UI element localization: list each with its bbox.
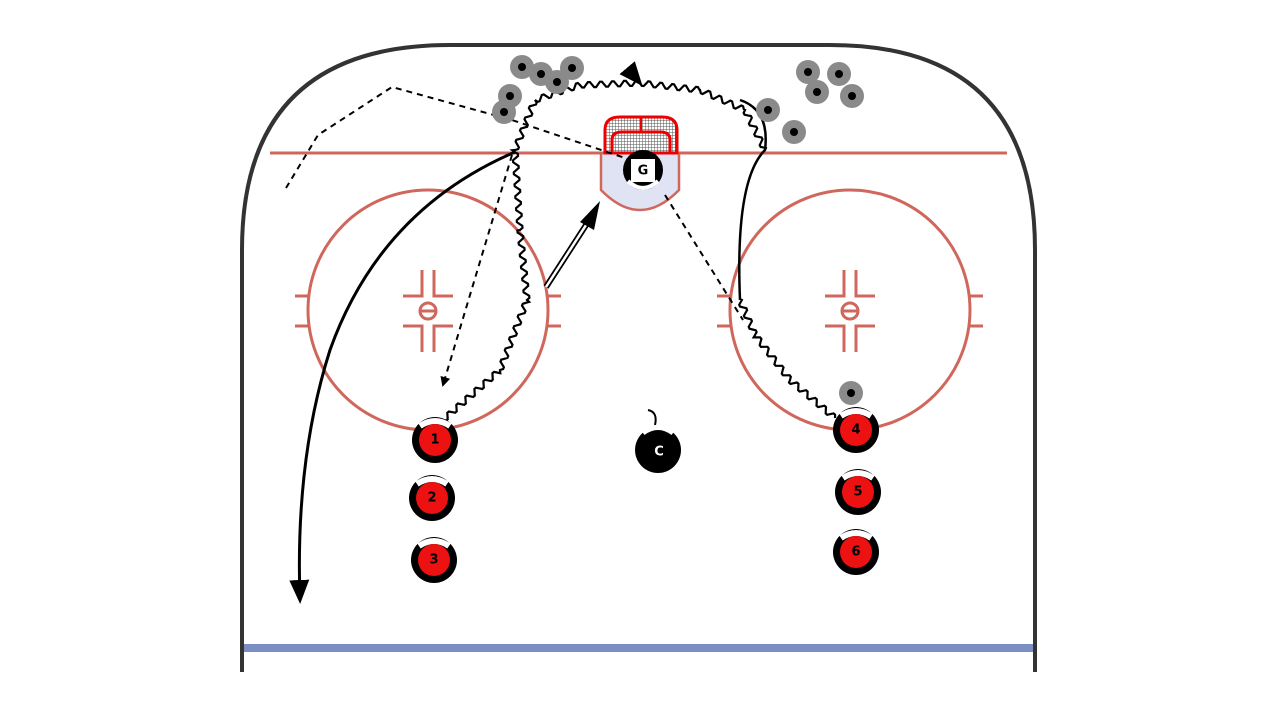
goalie: G xyxy=(623,150,663,190)
pass-path-1 xyxy=(285,85,626,189)
puck xyxy=(782,120,806,144)
player-label: 3 xyxy=(429,553,438,568)
player-3: 3 xyxy=(411,537,457,583)
puck xyxy=(545,70,569,94)
goal-net xyxy=(603,115,679,155)
wavy-skate-path xyxy=(639,80,768,150)
wavy-skate-path xyxy=(737,298,837,419)
puck xyxy=(840,84,864,108)
pass-path-3 xyxy=(664,194,744,321)
player-4: 4 xyxy=(833,407,879,453)
puck xyxy=(796,60,820,84)
player-label: 4 xyxy=(851,423,860,438)
coach-label: C xyxy=(654,445,664,460)
puck xyxy=(805,80,829,104)
puck xyxy=(560,56,584,80)
coach: C xyxy=(635,409,681,473)
puck-pile xyxy=(492,55,864,405)
player-5: 5 xyxy=(835,469,881,515)
faceoff-circle-right xyxy=(717,188,983,432)
player-2: 2 xyxy=(409,475,455,521)
shot-path xyxy=(543,201,600,289)
puck xyxy=(510,55,534,79)
player-label: 2 xyxy=(427,491,436,506)
player-label: 5 xyxy=(853,485,862,500)
skate-path-1 xyxy=(289,150,516,604)
puck xyxy=(756,98,780,122)
player-6: 6 xyxy=(833,529,879,575)
puck xyxy=(839,381,863,405)
skate-path-2 xyxy=(738,98,767,301)
puck xyxy=(492,100,516,124)
player-label: 1 xyxy=(430,433,439,448)
goalie-label: G xyxy=(638,164,649,179)
player-label: 6 xyxy=(851,545,860,560)
rink-boards xyxy=(240,43,1037,672)
puck xyxy=(827,62,851,86)
pass-path-2 xyxy=(440,154,513,387)
player-1: 1 xyxy=(412,417,458,463)
